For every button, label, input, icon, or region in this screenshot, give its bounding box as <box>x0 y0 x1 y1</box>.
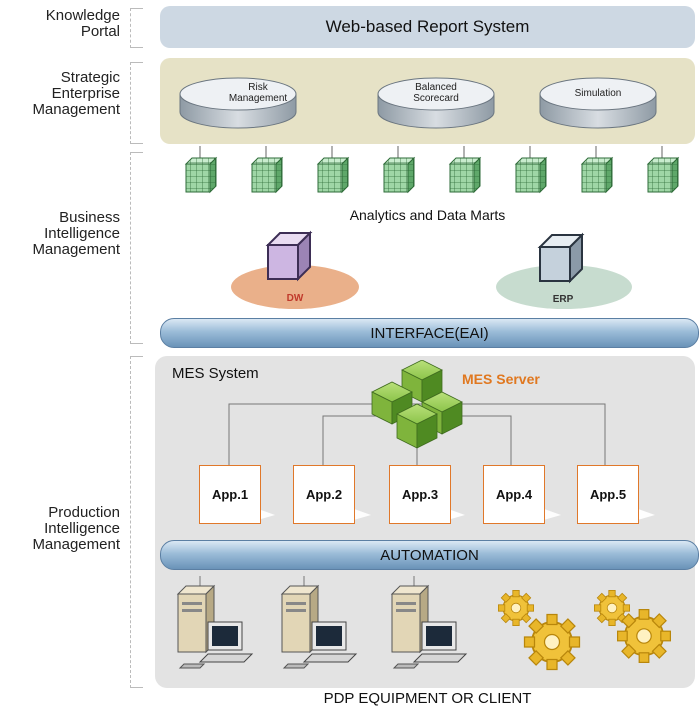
app-box-4: App.4 <box>483 465 545 524</box>
interface-eai-pipe: INTERFACE(EAI) <box>160 318 699 348</box>
dw-ellipse <box>231 265 359 309</box>
layer-label-knowledge-portal: Knowledge Portal <box>45 7 120 40</box>
computer-icon <box>391 575 467 669</box>
data-mart-cube <box>383 146 415 193</box>
disk-simulation <box>539 77 657 129</box>
app-label: App.2 <box>305 487 343 502</box>
data-mart-cube <box>449 146 481 193</box>
app-label: App.3 <box>401 487 439 502</box>
automation-label: AUTOMATION <box>380 546 479 564</box>
app-label: App.4 <box>495 487 533 502</box>
erp-label: ERP <box>552 294 574 305</box>
gear-icon <box>523 613 581 671</box>
computer-icon <box>281 575 357 669</box>
pdp-equipment-label: PDP EQUIPMENT OR CLIENT <box>323 690 532 707</box>
gear-icon <box>497 589 535 627</box>
app-label: App.5 <box>589 487 627 502</box>
equipment-graphics <box>177 575 672 671</box>
gear-icon <box>616 608 672 664</box>
mes-system-title: MES System <box>172 365 259 382</box>
interface-eai-label: INTERFACE(EAI) <box>370 324 489 342</box>
data-mart-cube <box>317 146 349 193</box>
layer-label-business: Business Intelligence Management <box>32 209 120 258</box>
app-box-3: App.3 <box>389 465 451 524</box>
disk-risk-management <box>179 77 297 129</box>
mes-server-label: MES Server <box>462 371 540 387</box>
app-box-5: App.5 <box>577 465 639 524</box>
layer-bracket <box>130 152 143 344</box>
data-mart-cube <box>581 146 613 193</box>
analytics-cubes <box>184 146 679 194</box>
erp-ellipse <box>496 265 632 309</box>
disk-label-scorecard: Balanced Scorecard <box>413 82 459 104</box>
disk-label-risk: Risk Management <box>228 82 288 104</box>
disk-balanced-scorecard <box>377 77 495 129</box>
data-mart-cube <box>647 146 679 193</box>
erp-cube-icon <box>537 232 585 284</box>
dw-erp-graphic <box>231 230 632 309</box>
web-report-system-label: Web-based Report System <box>325 17 530 36</box>
automation-pipe: AUTOMATION <box>160 540 699 570</box>
app-box-1: App.1 <box>199 465 261 524</box>
dw-label: DW <box>286 293 304 304</box>
web-report-system-box: Web-based Report System <box>160 6 695 48</box>
mes-server-icon <box>371 360 463 449</box>
layer-bracket <box>130 356 143 688</box>
sem-disks <box>179 77 657 129</box>
app-box-2: App.2 <box>293 465 355 524</box>
data-mart-cube <box>251 146 283 193</box>
layer-bracket <box>130 8 143 48</box>
data-mart-cube <box>515 146 547 193</box>
app-label: App.1 <box>211 487 249 502</box>
layer-bracket <box>130 62 143 144</box>
disk-label-simulation: Simulation <box>574 88 622 99</box>
layer-label-production: Production Intelligence Management <box>32 504 120 553</box>
layer-label-strategic: Strategic Enterprise Management <box>32 69 120 118</box>
analytics-label: Analytics and Data Marts <box>349 207 506 223</box>
dw-cube-icon <box>265 230 313 282</box>
computer-icon <box>177 575 253 669</box>
